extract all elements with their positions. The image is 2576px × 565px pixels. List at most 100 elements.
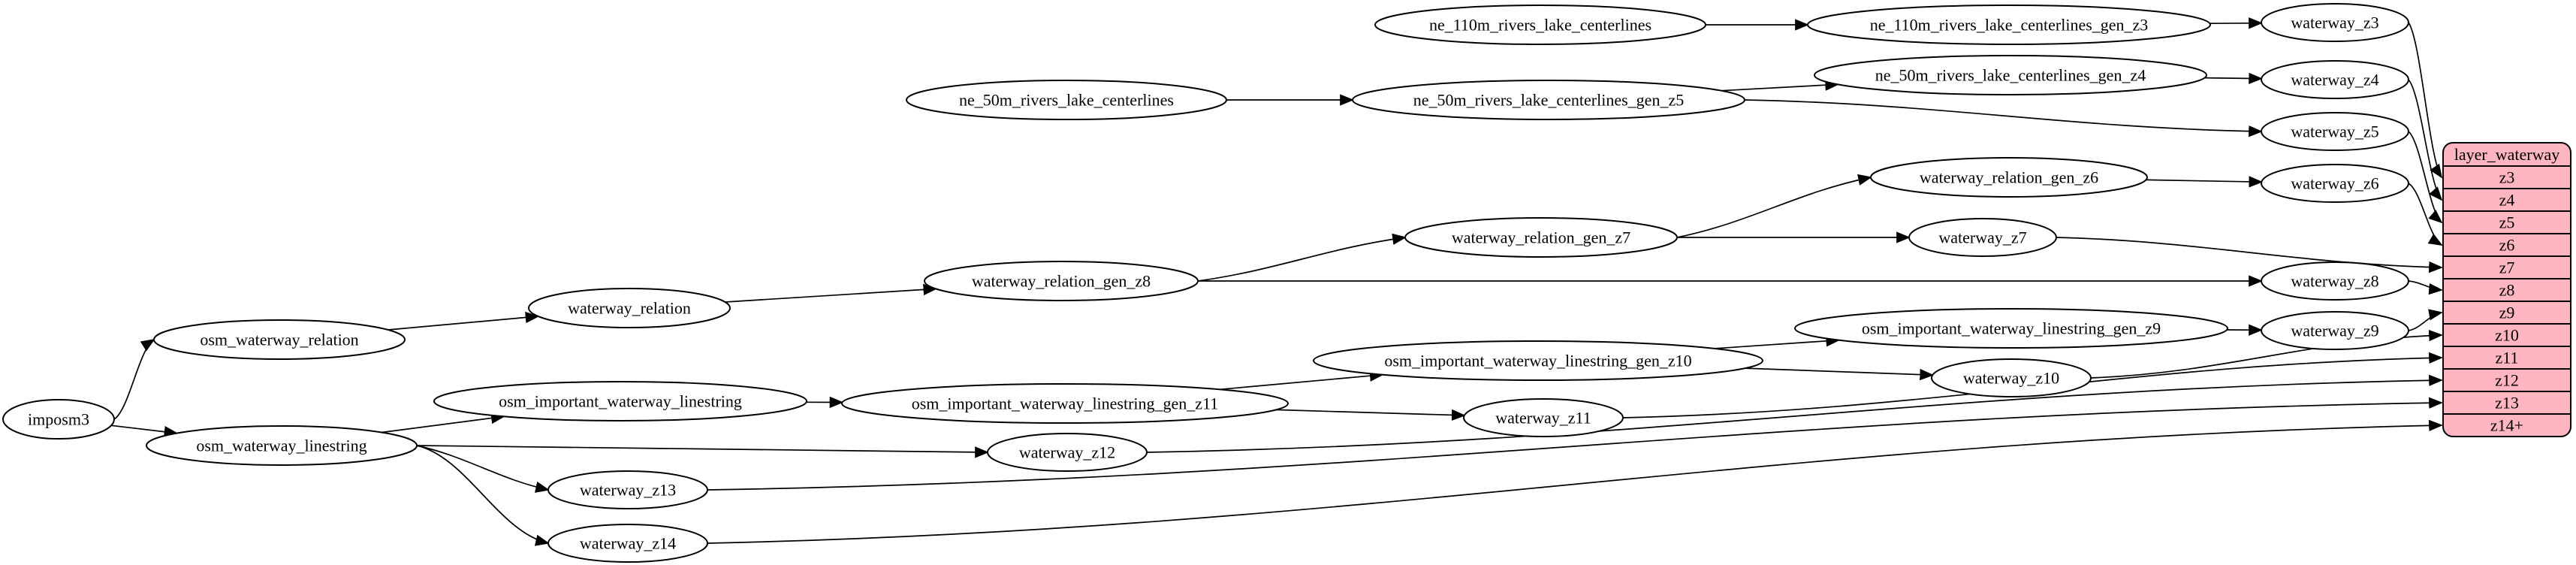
node-waterway_relation_gen_z7: waterway_relation_gen_z7 <box>1404 217 1678 258</box>
edge-waterway_relation_gen_z7-to-waterway_relation_gen_z6 <box>1676 174 1872 238</box>
waterway_relation_gen_z6-ellipse <box>1870 157 2148 198</box>
waterway_z10-label: waterway_z10 <box>1963 368 2059 387</box>
node-waterway_z8: waterway_z8 <box>2261 261 2409 301</box>
node-waterway_relation_gen_z8: waterway_relation_gen_z8 <box>924 261 1199 301</box>
record-title: layer_waterway <box>2454 145 2559 164</box>
osm_waterway_linestring-ellipse <box>146 425 418 466</box>
osm_waterway_relation-ellipse <box>153 319 406 360</box>
node-osm_important_waterway_linestring: osm_important_waterway_linestring <box>433 381 807 421</box>
edge-waterway_z4-to-layer_waterway-z4 <box>2408 79 2443 201</box>
node-ne_50m_rivers_lake_centerlines_gen_z5: ne_50m_rivers_lake_centerlines_gen_z5 <box>1352 80 1745 120</box>
edge-osm_waterway_linestring-to-waterway_z14 <box>416 445 550 546</box>
edge-waterway_relation_gen_z8-to-waterway_relation_gen_z7 <box>1197 233 1407 282</box>
osm_waterway_linestring-label: osm_waterway_linestring <box>196 436 366 455</box>
node-osm_important_waterway_linestring_gen_z9: osm_important_waterway_linestring_gen_z9 <box>1794 308 2228 349</box>
waterway_z3-ellipse <box>2261 3 2409 42</box>
waterway_relation_gen_z7-ellipse <box>1404 217 1678 258</box>
waterway_z11-label: waterway_z11 <box>1495 408 1591 427</box>
record-row-z11: z11 <box>2496 348 2519 367</box>
edge-osm_important_waterway_linestring_gen_z11-to-waterway_z11 <box>1276 409 1466 421</box>
waterway_z5-label: waterway_z5 <box>2291 122 2378 140</box>
record-layer-waterway: layer_waterwayz3z4z5z6z7z8z9z10z11z12z13… <box>2442 142 2571 437</box>
edge-waterway_z5-to-layer_waterway-z5 <box>2408 131 2443 224</box>
edge-osm_waterway_linestring-to-waterway_z12 <box>416 445 989 458</box>
node-waterway_z10: waterway_z10 <box>1931 358 2092 397</box>
nodes-layer: imposm3 osm_waterway_relation osm_waterway… <box>2 3 2409 563</box>
edge-waterway_z14-to-layer_waterway-z14+ <box>707 419 2443 544</box>
waterway_relation_gen_z6-label: waterway_relation_gen_z6 <box>1920 168 2098 186</box>
waterway_relation-label: waterway_relation <box>568 298 691 317</box>
node-ne_110m_rivers_lake_centerlines_gen_z3: ne_110m_rivers_lake_centerlines_gen_z3 <box>1807 5 2211 45</box>
waterway_relation-ellipse <box>528 288 731 328</box>
osm_important_waterway_linestring_gen_z11-label: osm_important_waterway_linestring_gen_z1… <box>912 394 1219 412</box>
waterway_z9-label: waterway_z9 <box>2291 321 2378 340</box>
osm_important_waterway_linestring-ellipse <box>433 381 807 421</box>
edge-ne_50m_rivers_lake_centerlines_gen_z5-to-ne_50m_rivers_lake_centerlines_gen_z4 <box>1721 79 1840 92</box>
ne_110m_rivers_lake_centerlines_gen_z3-ellipse <box>1807 5 2211 45</box>
node-osm_important_waterway_linestring_gen_z11: osm_important_waterway_linestring_gen_z1… <box>841 383 1289 424</box>
edge-osm_waterway_linestring-to-osm_important_waterway_linestring <box>382 412 505 434</box>
record-row-z4: z4 <box>2499 190 2515 209</box>
waterway_z7-label: waterway_z7 <box>1938 228 2026 246</box>
node-osm_waterway_linestring: osm_waterway_linestring <box>146 425 418 466</box>
waterway_z12-ellipse <box>987 433 1148 472</box>
node-waterway_z5: waterway_z5 <box>2261 112 2409 151</box>
edge-osm_important_waterway_linestring_gen_z10-to-waterway_z10 <box>1745 367 1935 381</box>
imposm3-label: imposm3 <box>28 409 89 428</box>
edge-osm_important_waterway_linestring_gen_z11-to-osm_important_waterway_linestring_gen_z10 <box>1220 370 1384 391</box>
waterway_z5-ellipse <box>2261 112 2409 151</box>
edge-waterway_z3-to-layer_waterway-z3 <box>2408 22 2443 179</box>
edge-waterway_z12-to-layer_waterway-z12 <box>1146 374 2443 453</box>
record-row-z6: z6 <box>2499 235 2515 254</box>
node-waterway_z9: waterway_z9 <box>2261 311 2409 350</box>
node-waterway_z7: waterway_z7 <box>1908 218 2057 257</box>
edge-osm_waterway_relation-to-waterway_relation <box>388 311 540 331</box>
osm_important_waterway_linestring-label: osm_important_waterway_linestring <box>499 391 742 410</box>
record-row-z9: z9 <box>2499 303 2515 322</box>
node-waterway_z11: waterway_z11 <box>1463 398 1624 437</box>
waterway_z11-ellipse <box>1463 398 1624 437</box>
edge-waterway_z13-to-layer_waterway-z13 <box>707 397 2443 491</box>
waterway_z9-ellipse <box>2261 311 2409 350</box>
imposm3-ellipse <box>2 399 115 440</box>
ne_110m_rivers_lake_centerlines-label: ne_110m_rivers_lake_centerlines <box>1429 15 1651 34</box>
record-row-z12: z12 <box>2495 370 2519 389</box>
record-row-z5: z5 <box>2499 213 2515 231</box>
edge-ne_50m_rivers_lake_centerlines_gen_z4-to-waterway_z4 <box>2204 72 2263 85</box>
edge-imposm3-to-osm_waterway_relation <box>113 338 155 420</box>
edge-waterway_relation_gen_z6-to-waterway_z6 <box>2146 176 2264 188</box>
waterway_z10-ellipse <box>1931 358 2092 397</box>
osm_waterway_relation-label: osm_waterway_relation <box>200 330 358 349</box>
edge-waterway_z7-to-layer_waterway-z7 <box>2056 237 2443 273</box>
node-osm_important_waterway_linestring_gen_z10: osm_important_waterway_linestring_gen_z1… <box>1313 340 1763 381</box>
waterway_relation_gen_z7-label: waterway_relation_gen_z7 <box>1452 228 1630 246</box>
waterway_z7-ellipse <box>1908 218 2057 257</box>
waterway_z12-label: waterway_z12 <box>1019 443 1115 461</box>
node-imposm3: imposm3 <box>2 399 115 440</box>
record-row-z3: z3 <box>2499 168 2515 186</box>
edge-waterway_z6-to-layer_waterway-z6 <box>2408 183 2443 246</box>
waterway_relation_gen_z8-label: waterway_relation_gen_z8 <box>972 271 1151 290</box>
edge-waterway_relation-to-waterway_relation_gen_z8 <box>725 283 938 303</box>
ne_110m_rivers_lake_centerlines-ellipse <box>1374 5 1706 45</box>
node-ne_110m_rivers_lake_centerlines: ne_110m_rivers_lake_centerlines <box>1374 5 1706 45</box>
ne_50m_rivers_lake_centerlines_gen_z4-ellipse <box>1814 55 2207 95</box>
record-row-z13: z13 <box>2495 393 2519 412</box>
node-waterway_z6: waterway_z6 <box>2261 164 2409 203</box>
node-waterway_z14: waterway_z14 <box>547 524 708 563</box>
record-row-z8: z8 <box>2499 280 2515 299</box>
record-row-z10: z10 <box>2495 325 2519 344</box>
record-outline <box>2442 142 2571 437</box>
edge-osm_important_waterway_linestring_gen_z10-to-osm_important_waterway_linestring_gen_z9 <box>1715 335 1841 349</box>
waterway_z8-label: waterway_z8 <box>2291 271 2378 290</box>
edge-ne_110m_rivers_lake_centerlines_gen_z3-to-waterway_z3 <box>2210 17 2263 29</box>
edge-osm_waterway_linestring-to-waterway_z13 <box>416 445 550 493</box>
waterway_relation_gen_z8-ellipse <box>924 261 1199 301</box>
osm_important_waterway_linestring_gen_z10-label: osm_important_waterway_linestring_gen_z1… <box>1384 351 1691 370</box>
edge-imposm3-to-osm_waterway_linestring <box>111 425 179 438</box>
waterway_z4-label: waterway_z4 <box>2291 70 2378 89</box>
node-osm_waterway_relation: osm_waterway_relation <box>153 319 406 360</box>
ne_50m_rivers_lake_centerlines_gen_z4-label: ne_50m_rivers_lake_centerlines_gen_z4 <box>1875 65 2146 84</box>
